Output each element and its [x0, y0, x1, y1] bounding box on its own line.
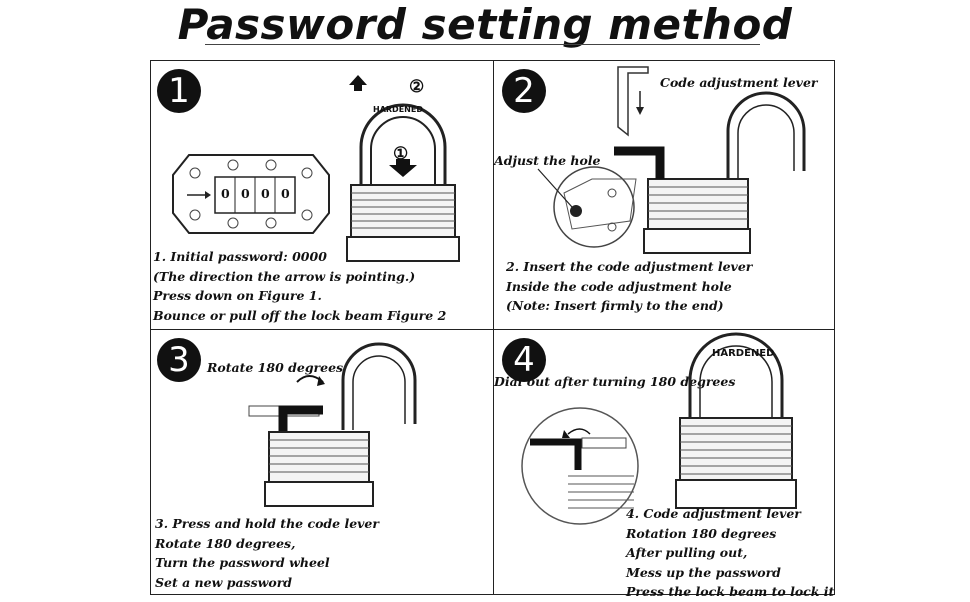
panel-1-line-1: 1. Initial password: 0000 — [153, 249, 327, 264]
panel-3-line-1: 3. Press and hold the code lever — [155, 516, 379, 531]
step-number-1: 1 — [157, 69, 201, 113]
panel-2-text: 2. Insert the code adjustment lever Insi… — [506, 257, 752, 316]
label-rotate-180: Rotate 180 degrees — [207, 360, 344, 375]
panel-1-line-3: Press down on Figure 1. — [153, 288, 322, 303]
step-number-2: 2 — [502, 69, 546, 113]
label-code-adjustment-lever: Code adjustment lever — [660, 75, 818, 90]
panel-4-line-5: Press the lock beam to lock it — [626, 584, 835, 599]
panel-1-line-4: Bounce or pull off the lock beam Figure … — [153, 307, 447, 323]
panel-4-line-3: After pulling out, — [626, 545, 748, 560]
mark-figure-1: ① — [393, 144, 409, 164]
panel-step-1: 1 0 0 0 0 — [151, 61, 493, 329]
mark-figure-2: ② — [409, 77, 425, 97]
label-dial-out: Dial out after turning 180 degrees — [494, 374, 736, 389]
step-number-4: 4 — [502, 338, 546, 382]
grid-divider-horizontal — [151, 329, 834, 330]
padlock-closed-illustration — [346, 75, 460, 262]
panel-3-text: 3. Press and hold the code lever Rotate … — [155, 514, 379, 592]
panel-4-text: 4. Code adjustment lever Rotation 180 de… — [626, 504, 834, 602]
panel-4-line-4: Mess up the password — [626, 564, 781, 580]
panel-step-3: 3 Rotate 180 degrees 3. Press and hold t… — [151, 330, 493, 594]
panel-1-text: 1. Initial password: 0000 (The direction… — [153, 247, 446, 325]
panel-2-line-1: 2. Insert the code adjustment lever — [506, 259, 753, 274]
lock-brand-text-4: HARDENED — [712, 348, 775, 359]
lever-insert-illustration — [537, 66, 806, 254]
panel-3-line-4: Set a new password — [155, 574, 293, 590]
panel-3-line-3: Turn the password wheel — [155, 555, 330, 570]
panel-1-line-2: (The direction the arrow is pointing.) — [153, 268, 416, 284]
lock-brand-text: HARDENED — [373, 105, 423, 114]
dial-digit-3: 0 — [261, 186, 270, 201]
panel-step-2: 2 Code adjustment lever Adjust the hole — [494, 61, 834, 329]
dial-digit-2: 0 — [241, 186, 250, 201]
panel-4-line-1: 4. Code adjustment lever — [626, 506, 801, 521]
title-underline — [205, 44, 760, 45]
page-title: Password setting method — [177, 0, 793, 49]
panel-4-line-2: Rotation 180 degrees — [626, 525, 777, 541]
panel-3-line-2: Rotate 180 degrees, — [155, 535, 296, 551]
grid-divider-vertical — [493, 61, 494, 594]
dial-digit-1: 0 — [221, 186, 230, 201]
panel-step-4: 4 Dial out after turning 180 degrees — [494, 330, 834, 599]
step-number-3: 3 — [157, 338, 201, 382]
dial-digit-4: 0 — [281, 186, 290, 201]
panel-2-line-3: (Note: Insert firmly to the end) — [506, 298, 724, 313]
instruction-grid: 1 0 0 0 0 — [150, 60, 835, 599]
panel-2-line-2: Inside the code adjustment hole — [506, 278, 732, 294]
label-adjust-the-hole: Adjust the hole — [494, 153, 601, 168]
combination-dial-plate — [172, 154, 330, 234]
padlock-lock-illustration — [521, 332, 797, 525]
lever-rotate-illustration — [248, 342, 417, 507]
